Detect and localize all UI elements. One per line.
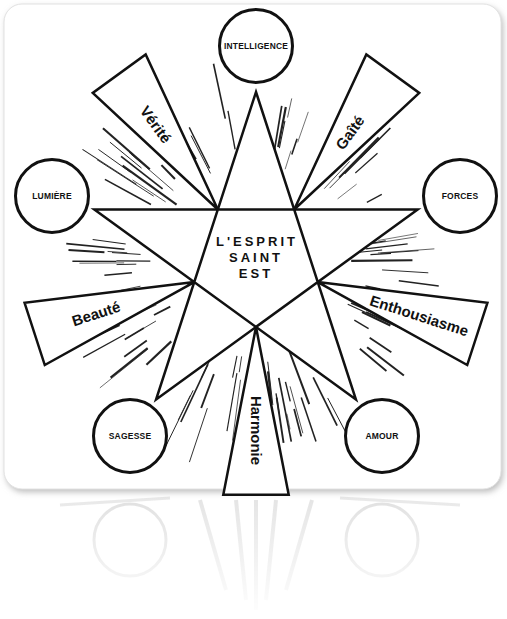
splatter-stroke [111,348,148,377]
circle-label: FORCES [442,191,479,201]
circle-label: AMOUR [365,431,398,441]
splatter-stroke [228,111,235,149]
splatter-stroke [292,139,297,155]
splatter-stroke [370,338,392,352]
splatter-stroke [105,179,151,204]
card [4,4,501,489]
circle-label: LUMIÈRE [32,191,72,201]
splatter-stroke [367,194,382,202]
ray-wedge [318,282,488,365]
splatter-stroke [214,64,226,119]
splatter-stroke [227,373,237,431]
splatter-stroke [290,386,303,433]
splatter-stroke [288,98,292,117]
virtue-circle: AMOUR [344,398,420,474]
splatter-stroke [178,395,190,420]
splatter-stroke [298,112,309,143]
ray-label: Harmonie [248,392,265,467]
splatter-stroke [104,273,132,275]
splatter-stroke [117,264,137,265]
splatter-stroke [399,281,439,286]
splatter-stroke [285,151,291,170]
splatter-stroke [124,340,147,356]
splatter-stroke [380,251,418,254]
splatter-stroke [351,259,412,262]
splatter-stroke [68,250,104,252]
splatter-stroke [121,156,163,188]
virtue-circle: LUMIÈRE [14,158,90,234]
ray-label: Enthousiasme [365,290,473,340]
splatter-stroke [278,107,286,147]
splatter-stroke [338,184,357,199]
splatter-stroke [382,270,428,273]
splatter-stroke [366,244,408,249]
splatter-stroke [239,356,241,372]
splatter-stroke [279,378,291,442]
virtue-circle: FORCES [422,158,498,234]
rays [25,55,488,495]
splatter-stroke [360,349,387,371]
pentagram: L'ESPRIT SAINT EST [80,85,432,415]
splatter-stroke [164,390,193,449]
splatter-stroke [112,253,141,255]
splatter-stroke [189,408,207,462]
splatter-stroke [125,328,144,339]
splatter-stroke [287,414,290,429]
splatter-stroke [354,320,368,328]
center-text: L'ESPRIT SAINT EST [216,234,296,282]
splatter-stroke [116,260,150,262]
splatter-stroke [93,239,126,244]
splatter-stroke [100,349,148,388]
ray-wedge [93,55,218,210]
ray-label: Beauté [67,297,126,330]
splatter-stroke [285,382,290,402]
splatter-stroke [83,149,137,184]
ray-wedge [294,55,419,210]
splatter-stroke [201,374,214,408]
splatter-stroke [79,262,124,263]
splatter-stroke [66,244,124,250]
ray-label: Vérité [135,100,177,149]
circle-label: INTELLIGENCE [224,41,288,51]
virtue-circle: SAGESSE [92,398,168,474]
ray-label: Gaîté [330,110,369,155]
splatter-stroke [133,180,166,202]
ray-wedge [25,282,195,365]
ray-wedge [223,327,288,495]
splatter-stroke [129,152,141,162]
splatter-stroke [154,307,170,315]
virtue-circle: INTELLIGENCE [218,8,294,84]
circle-label: SAGESSE [109,431,152,441]
splatter-stroke [123,166,177,205]
splatter-stroke [378,249,434,253]
splatter-stroke [355,153,377,173]
splatter-stroke [72,260,116,262]
splatter-stroke [110,142,142,168]
